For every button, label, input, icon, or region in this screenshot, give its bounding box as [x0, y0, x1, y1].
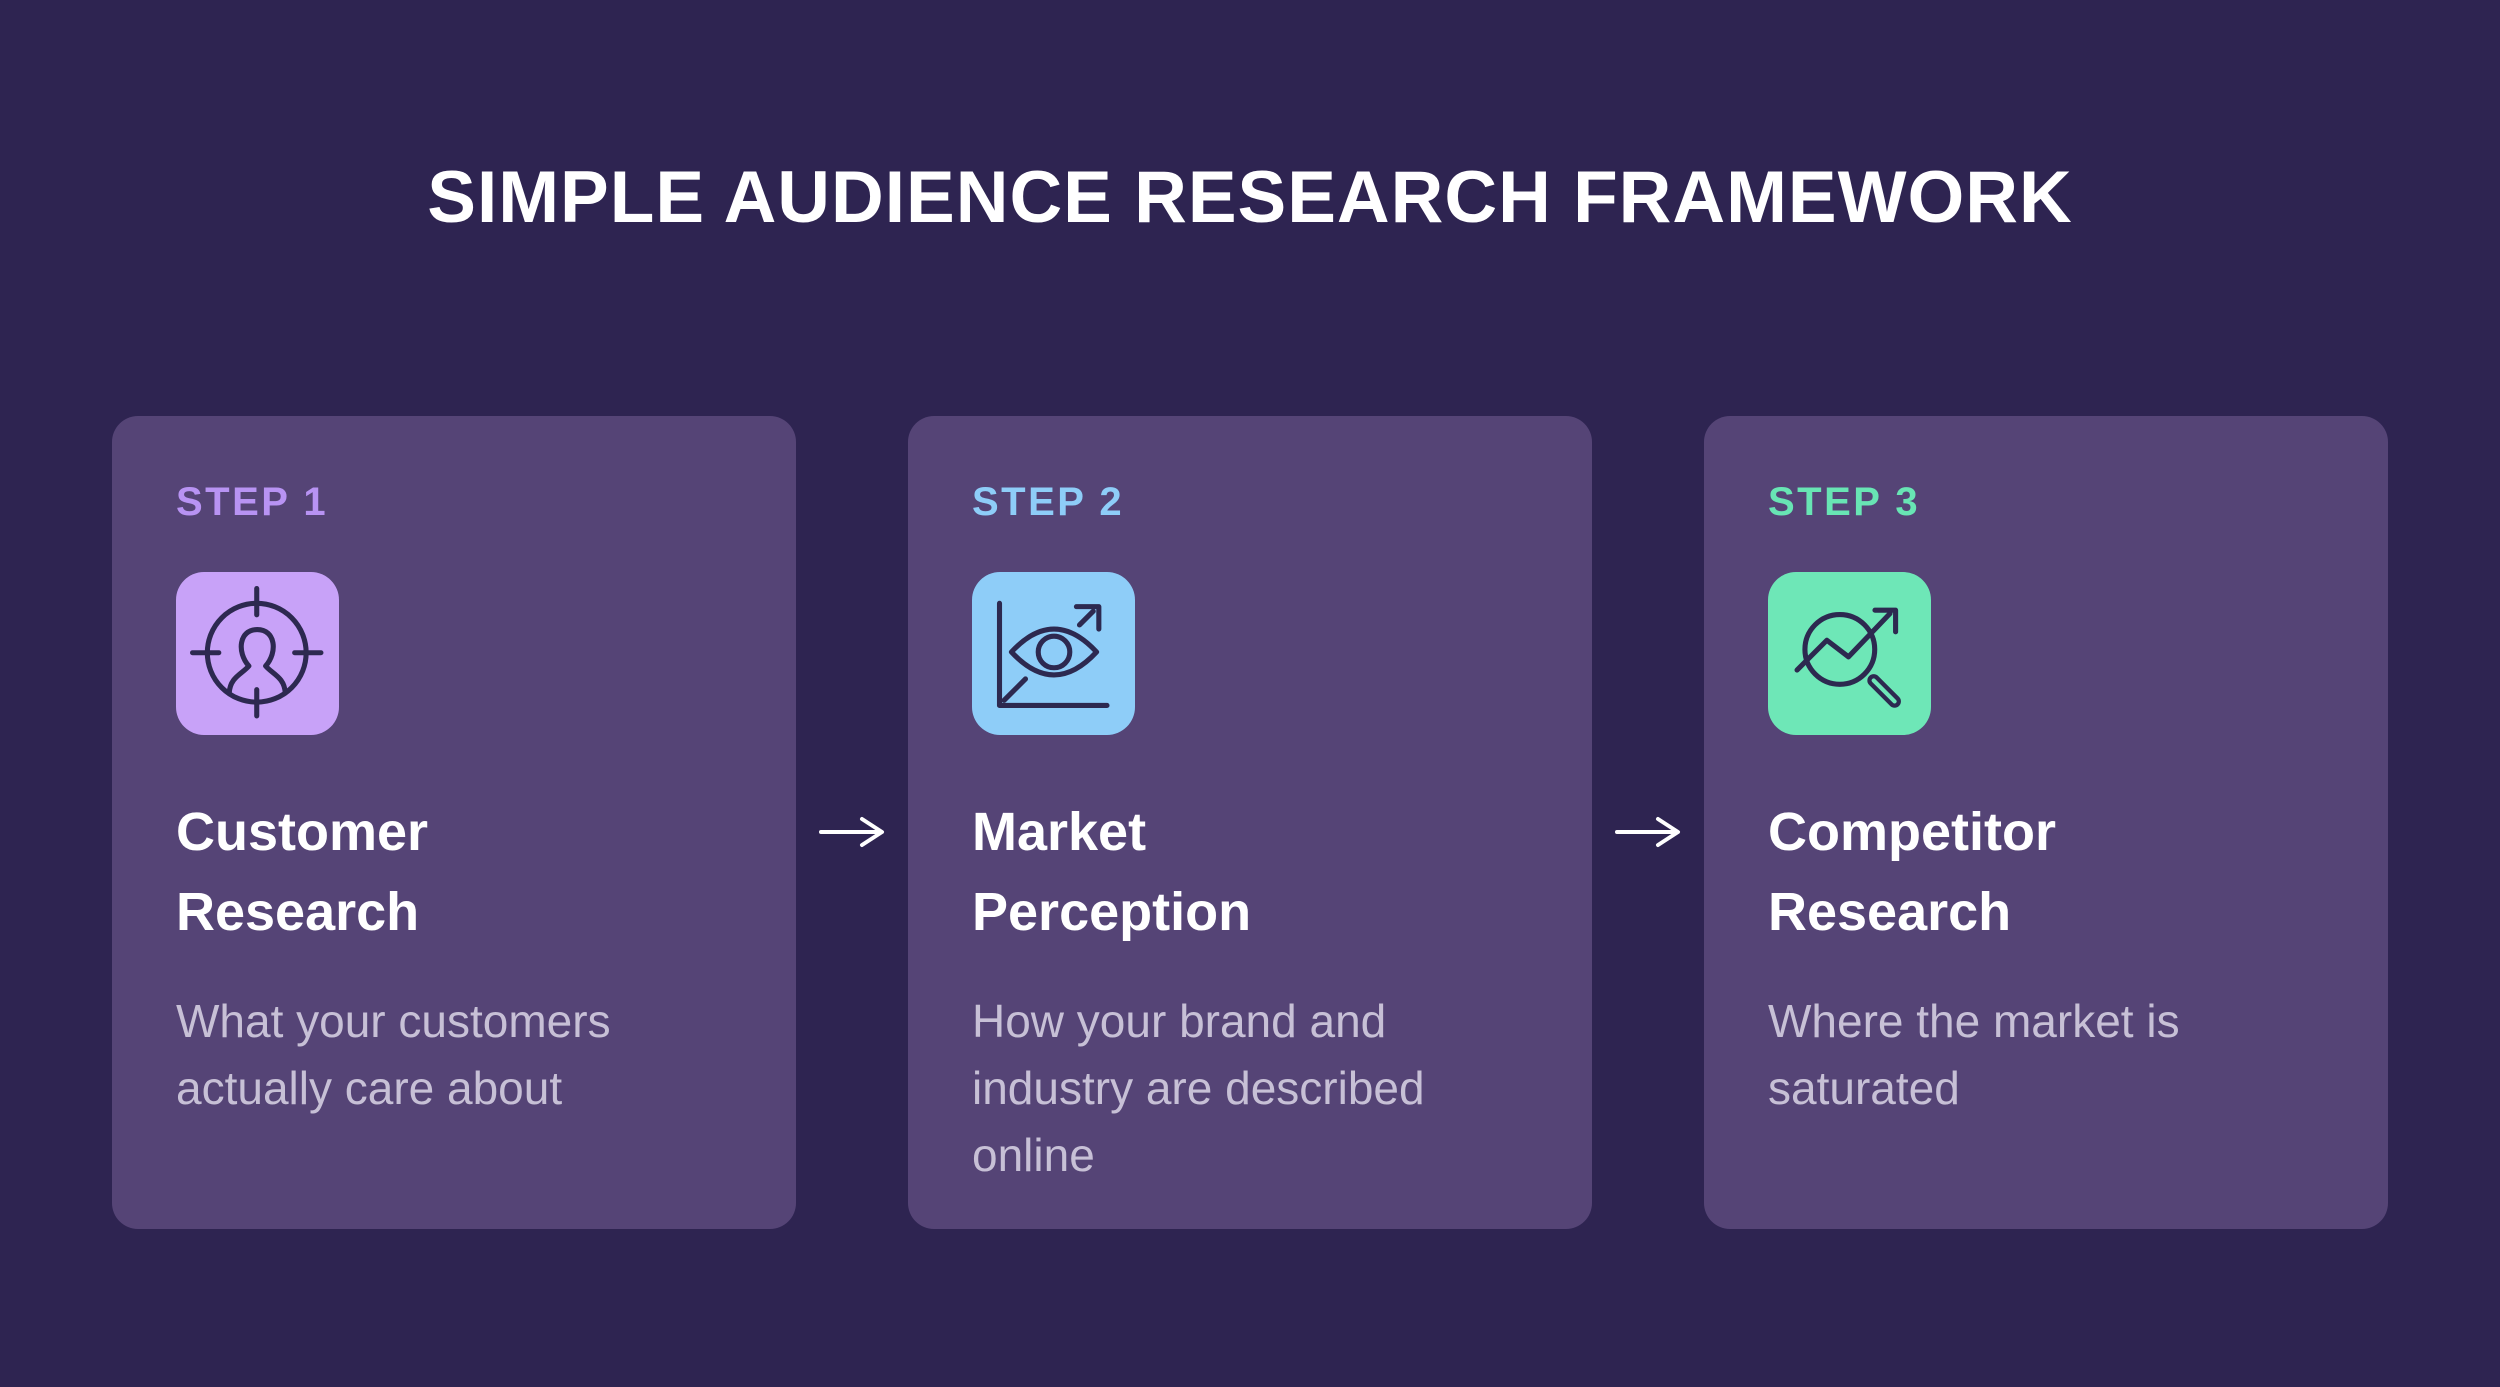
card-customer-research: STEP 1 Customer Research What your custo… [112, 416, 796, 1229]
arrow-right-icon [796, 416, 908, 1229]
card-description: What your customers actually care about [176, 995, 611, 1114]
page-title: SIMPLE AUDIENCE RESEARCH FRAMEWORK [427, 157, 2073, 238]
competitor-magnifier-icon-svg [1794, 607, 1901, 708]
card-competitor-research: STEP 3 Competitor Research Where the mar… [1704, 416, 2388, 1229]
step-label: STEP 2 [972, 480, 1125, 524]
market-eye-icon-svg [996, 600, 1110, 709]
card-description: Where the market is saturated [1768, 995, 2180, 1114]
arrow-right-icon-svg [1615, 816, 1680, 847]
step-label: STEP 3 [1768, 480, 1921, 524]
card-description: How your brand and industry are describe… [972, 995, 1425, 1181]
step-label: STEP 1 [176, 480, 329, 524]
card-market-perception: STEP 2 Market Perception How your brand … [908, 416, 1592, 1229]
arrow-right-icon [1592, 416, 1704, 1229]
arrow-right-icon-svg [819, 816, 884, 847]
customer-target-icon [176, 572, 339, 735]
card-title: Market Perception [972, 802, 1252, 942]
steps-row: STEP 1 Customer Research What your custo… [112, 416, 2388, 1229]
card-title: Competitor Research [1768, 802, 2056, 942]
competitor-magnifier-icon [1768, 572, 1931, 735]
customer-target-icon-svg [190, 586, 324, 719]
card-title: Customer Research [176, 802, 429, 942]
market-eye-icon [972, 572, 1135, 735]
